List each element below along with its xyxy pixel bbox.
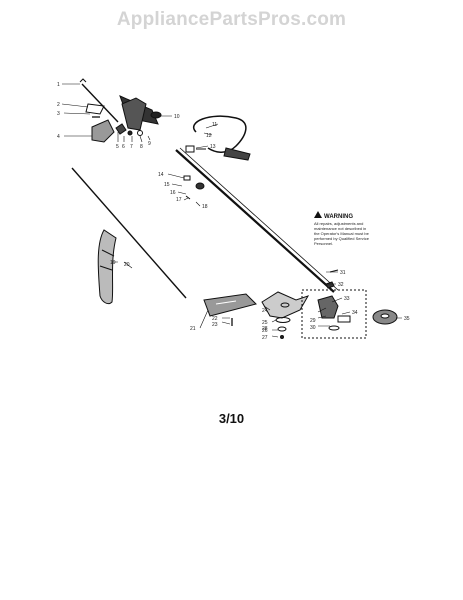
callout-33: 33 [344,296,350,302]
warning-line-4: performed by Qualified Service [314,236,370,241]
warning-icon [314,211,322,218]
callout-22: 22 [212,316,218,322]
blade-washer [275,317,291,323]
callout-6: 6 [122,144,125,150]
callout-29: 29 [310,318,316,324]
callout-10: 10 [174,114,180,120]
coupler-part [115,123,127,135]
warning-line-5: Personnel. [314,241,333,246]
callout-35: 35 [404,316,410,322]
switch-part [150,111,162,119]
callout-5: 5 [116,144,119,150]
callout-11: 11 [212,122,217,128]
loop-clamp [185,145,195,153]
callout-7: 7 [130,144,133,150]
lower-guard [203,293,257,317]
blade-guard [97,229,117,305]
callout-26: 26 [262,328,268,334]
cutting-blade [261,291,310,319]
nut-part [127,130,133,136]
callout-2: 2 [57,102,60,108]
blade-hub [280,302,290,308]
warning-title: WARNING [324,214,353,220]
watermark-text: AppliancePartsPros.com [116,9,347,30]
bracket-part [85,103,105,115]
gearhead-body [317,295,339,319]
gearhead-spacer [328,325,340,331]
callout-8: 8 [140,144,143,150]
callout-17: 17 [176,197,182,203]
loop-handle [193,115,247,153]
callout-9: 9 [148,141,151,147]
flex-shaft [71,167,187,299]
shaft-pin [185,195,191,200]
shaft-collar [195,182,205,190]
callout-20: 20 [124,262,130,268]
callout-16: 16 [170,190,176,196]
callout-24: 24 [262,308,268,314]
warning-line-3: the Operator's Manual must be [314,231,370,236]
blade-nut [277,326,287,332]
guard-slot [215,300,237,305]
warning-line-2: maintenance not described in [314,226,366,231]
callout-23: 23 [212,322,218,328]
callout-14: 14 [158,172,164,178]
callout-25: 25 [262,320,268,326]
gearhead-clip [329,269,339,273]
callout-30: 30 [310,325,316,331]
warning-line-1: All repairs, adjustments and [314,221,363,226]
callout-34: 34 [352,310,358,316]
callout-15: 15 [164,182,170,188]
handle-body [121,97,147,131]
callout-labels: 1 2 3 4 5 6 7 8 9 10 11 12 13 14 15 16 1… [57,82,410,341]
callout-31: 31 [340,270,346,276]
callout-32: 32 [338,282,344,288]
callout-28: 28 [262,326,268,332]
callout-13: 13 [210,144,216,150]
blade-lock [280,335,284,339]
gearhead-bearing [337,315,351,323]
callout-1: 1 [57,82,60,88]
washer-part [137,130,143,136]
callout-27: 27 [262,335,268,341]
leader-lines [61,83,402,338]
callout-12: 12 [206,133,212,139]
callout-4: 4 [57,134,60,140]
trimmer-head-hub [380,313,390,319]
page-number: 3/10 [218,411,245,426]
gearhead-nut [325,281,335,289]
drive-shaft-tube [175,149,335,293]
loop-grip [223,147,251,161]
callout-21: 21 [190,326,196,332]
shaft-clip [183,175,191,181]
drive-shaft-tube-edge [179,147,339,291]
guard-inner [99,249,115,271]
callout-19: 19 [110,260,116,266]
warning-block: WARNING All repairs, adjustments and mai… [314,211,370,246]
cable-end [79,78,87,83]
throttle-cable [81,83,119,123]
callout-18: 18 [202,204,208,210]
gearhead-detail-box [301,289,367,339]
callout-3: 3 [57,111,60,117]
shield-cover [91,119,115,143]
